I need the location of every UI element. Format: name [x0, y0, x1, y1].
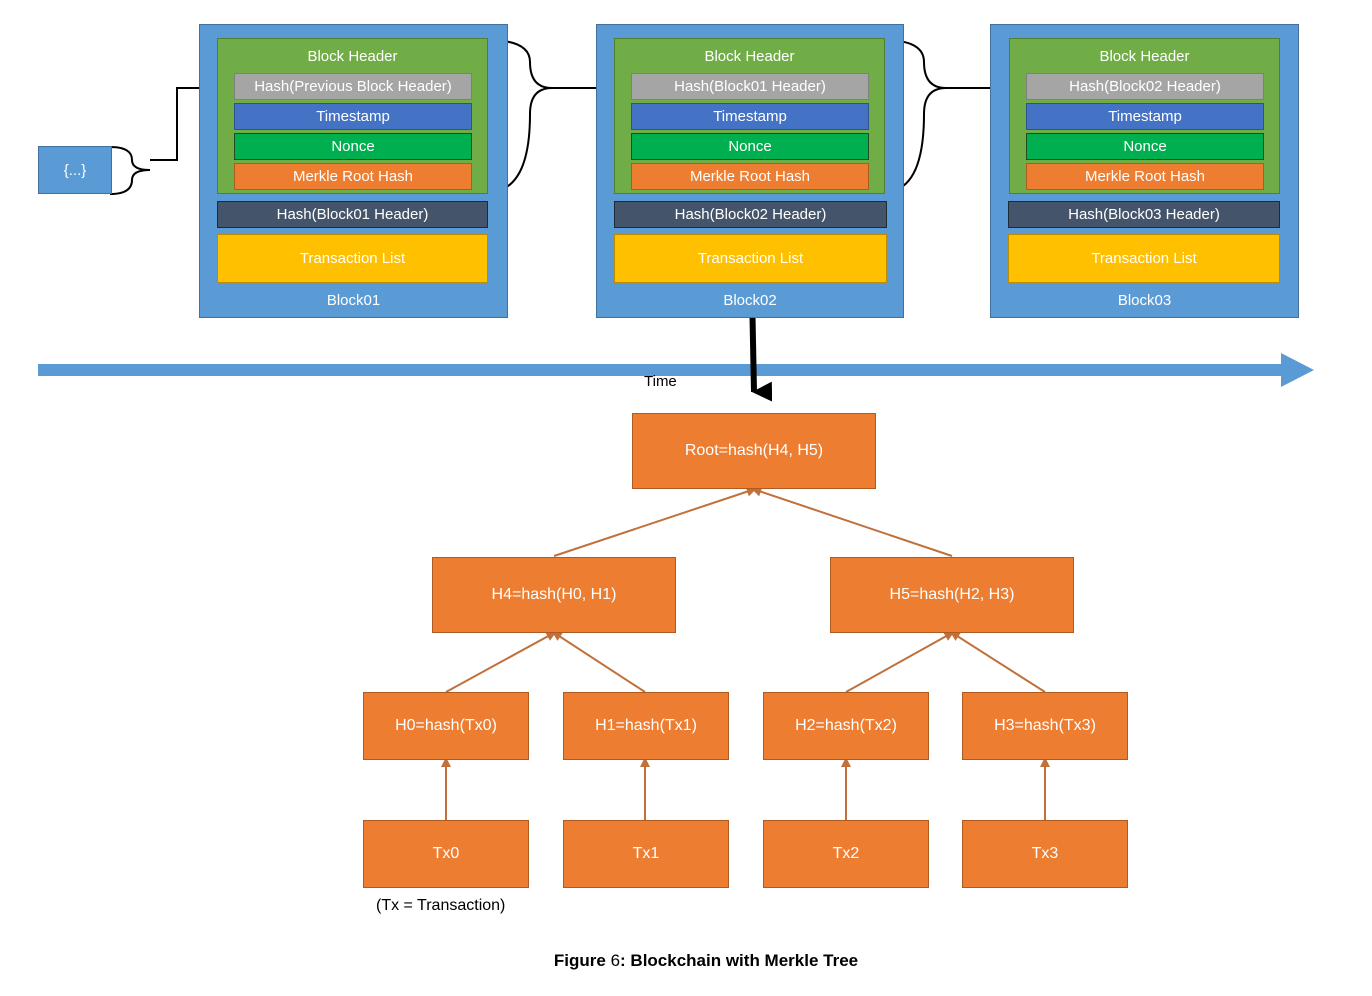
- merkle-tree-edges: [441, 486, 1050, 820]
- figure-caption: Figure 6: Blockchain with Merkle Tree: [0, 951, 1372, 971]
- merkle-root-node: Root=hash(H4, H5): [632, 413, 876, 489]
- transaction-node-tx1: Tx1: [563, 820, 729, 888]
- block-02-name: Block02: [723, 291, 777, 309]
- timeline-label: Time: [644, 373, 677, 390]
- merkle-node-h1: H1=hash(Tx1): [563, 692, 729, 760]
- block-03-name: Block03: [1117, 291, 1172, 309]
- block-01-header-title: Block Header: [307, 47, 398, 65]
- block-02-timestamp: Timestamp: [631, 103, 869, 130]
- genesis-label: {...}: [63, 161, 87, 179]
- block-03-timestamp: Timestamp: [1026, 103, 1264, 130]
- block-01-timestamp: Timestamp: [234, 103, 472, 130]
- block-03-header-title: Block Header: [1099, 47, 1190, 65]
- block-03-merkle-root: Merkle Root Hash: [1026, 163, 1264, 190]
- block-01-nonce: Nonce: [234, 133, 472, 160]
- merkle-node-h2: H2=hash(Tx2): [763, 692, 929, 760]
- transaction-note: (Tx = Transaction): [376, 897, 506, 914]
- block-01-prev-hash: Hash(Previous Block Header): [234, 73, 472, 100]
- transaction-node-tx2: Tx2: [763, 820, 929, 888]
- block-01-transaction-list: Transaction List: [217, 234, 488, 283]
- block-03-prev-hash: Hash(Block02 Header): [1026, 73, 1264, 100]
- block-02-nonce: Nonce: [631, 133, 869, 160]
- caption-prefix: Figure: [553, 951, 611, 970]
- block-02-header-title: Block Header: [704, 47, 795, 65]
- genesis-brace: [109, 146, 151, 195]
- timeline-arrow: [38, 353, 1314, 387]
- block-02-merkle-root: Merkle Root Hash: [631, 163, 869, 190]
- block-02-transaction-list: Transaction List: [614, 234, 887, 283]
- block-02-prev-hash: Hash(Block01 Header): [631, 73, 869, 100]
- block-03-own-hash: Hash(Block03 Header): [1008, 201, 1280, 228]
- block-01-name: Block01: [326, 291, 381, 309]
- block-03-nonce: Nonce: [1026, 133, 1264, 160]
- block-01-merkle-root: Merkle Root Hash: [234, 163, 472, 190]
- block-02-own-hash: Hash(Block02 Header): [614, 201, 887, 228]
- merkle-node-h3: H3=hash(Tx3): [962, 692, 1128, 760]
- block01-header-brace: [487, 39, 553, 193]
- merkle-node-h4: H4=hash(H0, H1): [432, 557, 676, 633]
- merkle-node-h5: H5=hash(H2, H3): [830, 557, 1074, 633]
- merkle-node-h0: H0=hash(Tx0): [363, 692, 529, 760]
- caption-title: : Blockchain with Merkle Tree: [620, 951, 859, 970]
- transaction-node-tx3: Tx3: [962, 820, 1128, 888]
- block-01-own-hash: Hash(Block01 Header): [217, 201, 488, 228]
- caption-number: 6: [610, 951, 621, 970]
- block02-header-brace: [883, 39, 947, 193]
- block-03-transaction-list: Transaction List: [1008, 234, 1280, 283]
- genesis-block: {...}: [38, 146, 112, 194]
- transaction-node-tx0: Tx0: [363, 820, 529, 888]
